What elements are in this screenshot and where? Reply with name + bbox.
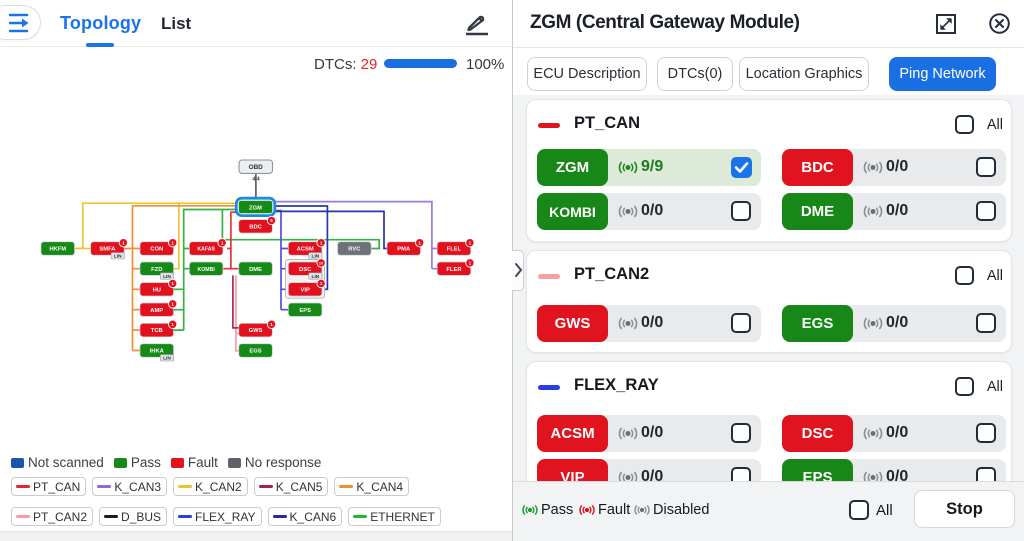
svg-text:OBD: OBD (249, 164, 264, 171)
svg-text:HKFM: HKFM (49, 247, 66, 253)
svg-text:10: 10 (319, 261, 323, 266)
svg-text:KAFAS: KAFAS (197, 247, 215, 253)
svg-text:1: 1 (270, 322, 273, 327)
svg-text:GWS: GWS (249, 328, 263, 334)
svg-text:1: 1 (171, 281, 174, 286)
svg-text:1: 1 (469, 261, 472, 266)
svg-text:KOMBI: KOMBI (198, 267, 216, 273)
svg-text:LIN: LIN (312, 274, 320, 280)
svg-text:LIN: LIN (114, 254, 122, 260)
svg-text:DSC: DSC (299, 267, 312, 273)
svg-text:FZD: FZD (151, 267, 162, 273)
svg-text:RVC: RVC (348, 247, 361, 253)
svg-text:1: 1 (171, 322, 174, 327)
svg-text:IHKA: IHKA (150, 349, 165, 355)
svg-text:LIN: LIN (312, 254, 320, 260)
svg-text:1: 1 (171, 302, 174, 307)
svg-text:1: 1 (221, 240, 224, 245)
svg-text:EGS: EGS (249, 349, 261, 355)
svg-text:PMA: PMA (397, 247, 411, 253)
svg-text:ZGM: ZGM (249, 206, 262, 212)
svg-text:1: 1 (469, 240, 472, 245)
svg-text:LIN: LIN (163, 274, 171, 280)
svg-text:AMP: AMP (150, 308, 163, 314)
svg-text:1: 1 (122, 240, 125, 245)
svg-text:BDC: BDC (249, 224, 262, 230)
svg-text:1: 1 (320, 281, 323, 286)
svg-text:SMFA: SMFA (99, 247, 116, 253)
svg-text:LIN: LIN (163, 356, 171, 362)
svg-text:TCB: TCB (151, 328, 163, 334)
svg-text:CON: CON (150, 247, 163, 253)
svg-text:1: 1 (418, 240, 421, 245)
svg-text:FLEL: FLEL (447, 247, 462, 253)
svg-text:EPS: EPS (299, 308, 311, 314)
svg-text:HU: HU (153, 287, 161, 293)
svg-text:4/4: 4/4 (252, 177, 259, 183)
svg-text:1: 1 (171, 240, 174, 245)
svg-text:1: 1 (320, 240, 323, 245)
svg-text:FLER: FLER (446, 267, 462, 273)
svg-text:DME: DME (249, 267, 262, 273)
svg-text:6: 6 (270, 218, 273, 223)
svg-text:VIP: VIP (300, 287, 309, 293)
svg-text:ACSM: ACSM (297, 247, 314, 253)
